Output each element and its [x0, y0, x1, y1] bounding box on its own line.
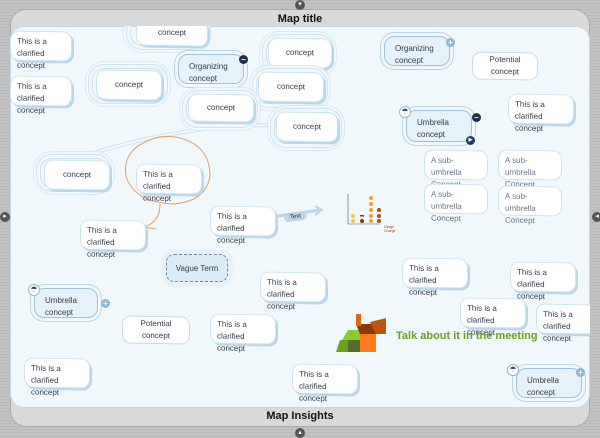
chart-dot	[369, 219, 373, 223]
chart-dot	[351, 219, 355, 223]
concept-node[interactable]: concept	[188, 93, 254, 123]
chart-dot	[377, 208, 381, 212]
chart-legend-charge: Charge	[384, 229, 396, 233]
clarified-concept-node[interactable]: This is a clarified concept	[80, 219, 146, 259]
chart-dot	[377, 214, 381, 218]
annotation-pointer	[143, 203, 161, 230]
clarified-concept-node[interactable]: This is a clarified concept	[260, 271, 326, 311]
block	[360, 334, 376, 352]
organizing-concept-label: Organizing concept	[395, 44, 434, 65]
umbrella-concept-node[interactable]: Umbrella concept	[406, 110, 472, 142]
collapse-icon[interactable]: –	[472, 113, 481, 122]
umbrella-concept-node[interactable]: Umbrella concept	[34, 288, 98, 318]
play-icon[interactable]: ▶	[466, 136, 475, 145]
umbrella-icon: ☂	[507, 364, 519, 376]
collapse-icon[interactable]: –	[239, 55, 248, 64]
concept-node[interactable]: concept	[44, 159, 110, 191]
umbrella-concept-label: Umbrella concept	[527, 376, 560, 397]
sub-umbrella-node[interactable]: A sub- umbrella Concept	[424, 183, 488, 223]
concept-node[interactable]: concept	[96, 69, 162, 101]
annotation-cloud	[125, 135, 211, 205]
clarified-concept-node[interactable]: This is a clarified concept	[460, 297, 526, 337]
chart-legend-usage: Usage	[384, 225, 394, 229]
expand-icon[interactable]: +	[576, 368, 585, 377]
concept-node[interactable]: concept	[276, 111, 338, 143]
chart-dot	[369, 202, 373, 206]
clarified-concept-node[interactable]: This is a clarified concept	[210, 205, 276, 245]
clarified-concept-node[interactable]: This is a clarified concept	[402, 257, 468, 297]
umbrella-icon: ☂	[399, 106, 411, 118]
map-title[interactable]: Map title	[277, 13, 323, 25]
umbrella-icon: ☂	[28, 284, 40, 296]
umbrella-concept-label: Umbrella concept	[45, 296, 78, 317]
organizing-concept-node[interactable]: Organizing concept	[178, 54, 244, 84]
clarified-concept-node[interactable]: This is a clarified concept	[508, 93, 574, 133]
chart-dot	[369, 196, 373, 200]
block	[342, 330, 364, 340]
map-canvas[interactable]: concept This is a clarified concept This…	[10, 26, 590, 408]
organizing-concept-node[interactable]: Organizing concept	[384, 36, 450, 66]
sub-umbrella-node[interactable]: A sub- umbrella Concept	[498, 149, 562, 189]
chart-dot	[377, 219, 381, 223]
block	[356, 314, 361, 326]
clarified-concept-node[interactable]: This is a clarified concept	[136, 163, 202, 203]
potential-concept-node[interactable]: Potential concept	[472, 51, 538, 81]
chart-dash	[360, 215, 364, 217]
block	[370, 318, 386, 334]
clarified-concept-node[interactable]: This is a clarified concept	[10, 75, 72, 115]
expand-icon[interactable]: +	[101, 299, 110, 308]
note-text[interactable]: Talk about it in the meeting	[396, 330, 538, 342]
chart-dot	[369, 208, 373, 212]
block	[356, 324, 376, 334]
concept-node[interactable]: concept	[136, 26, 208, 47]
organizing-concept-label: Organizing concept	[189, 62, 228, 83]
clarified-concept-node[interactable]: This is a clarified concept	[292, 363, 358, 403]
embedded-chart-image[interactable]: Usage Charge	[340, 190, 400, 236]
sub-umbrella-node[interactable]: A sub- umbrella Concept	[498, 185, 562, 225]
sub-umbrella-node[interactable]: A sub- umbrella Concept	[424, 149, 488, 189]
chart-dot	[360, 219, 364, 223]
vague-term-node[interactable]: Vague Term	[166, 254, 228, 282]
expand-left-handle[interactable]: ▸	[0, 212, 10, 222]
clarified-concept-node[interactable]: This is a clarified concept	[210, 313, 276, 353]
concept-node[interactable]: concept	[258, 71, 324, 103]
collapse-top-handle[interactable]: ▾	[295, 0, 305, 10]
umbrella-concept-label: Umbrella concept	[417, 118, 450, 139]
map-insights[interactable]: Map Insights	[266, 410, 334, 422]
expand-icon[interactable]: +	[446, 38, 455, 47]
block	[348, 340, 360, 352]
expand-right-handle[interactable]: ◂	[592, 212, 600, 222]
chart-dot	[369, 214, 373, 218]
umbrella-concept-node[interactable]: Umbrella concept	[516, 368, 582, 398]
chart-dot	[351, 214, 355, 218]
expand-bottom-handle[interactable]: ▴	[295, 428, 305, 438]
clarified-concept-node[interactable]: This is a clarified concept	[24, 357, 90, 397]
blocks-image	[336, 314, 386, 352]
clarified-concept-node[interactable]: This is a clarified concept	[536, 303, 590, 343]
concept-node[interactable]: concept	[268, 37, 332, 69]
potential-concept-node[interactable]: Potential concept	[122, 315, 190, 345]
clarified-concept-node[interactable]: This is a clarified concept	[10, 30, 72, 70]
clarified-concept-node[interactable]: This is a clarified concept	[510, 261, 576, 301]
